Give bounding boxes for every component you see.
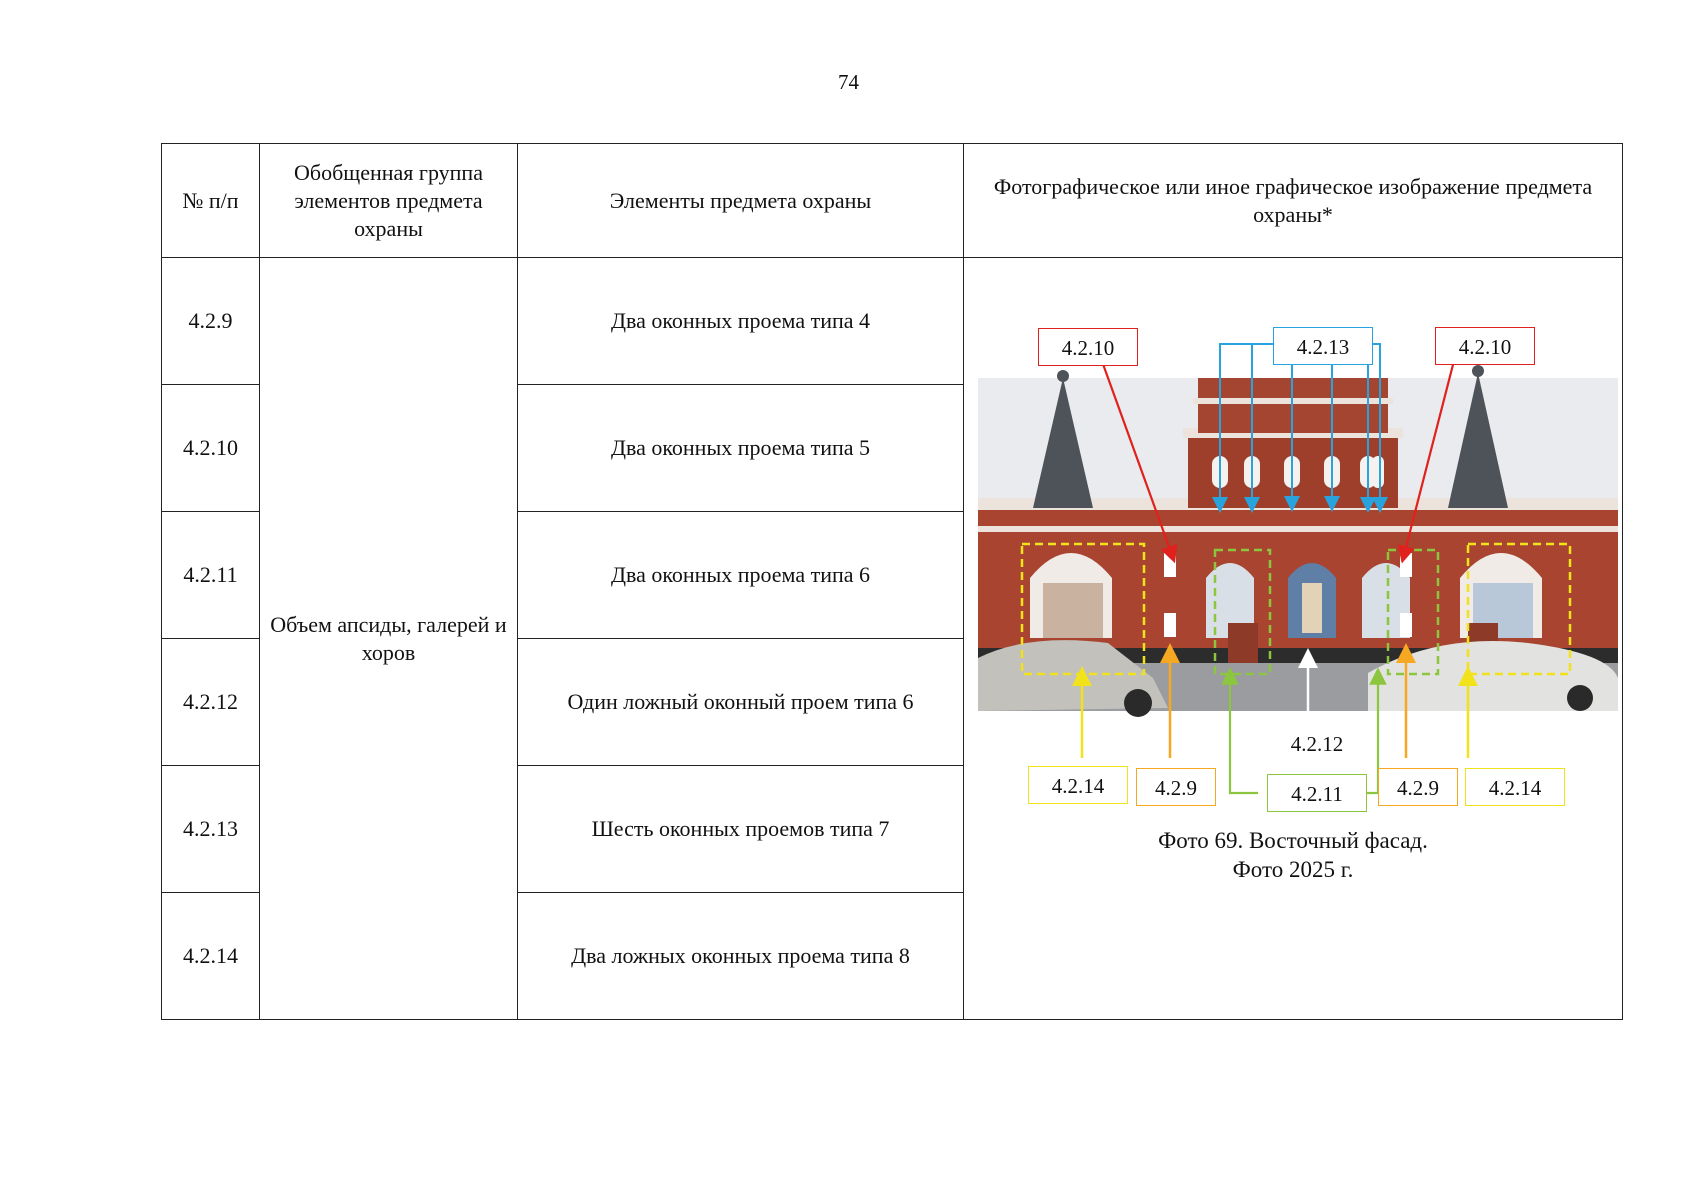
label-4-2-9-right: 4.2.9 [1378,768,1458,806]
photo-figure: 4.2.10 4.2.13 4.2.10 4.2.12 4.2.14 4.2.9… [968,258,1618,882]
caption-line-2: Фото 2025 г. [1232,857,1354,882]
header-group: Обобщенная группа элементов предмета охр… [259,143,518,258]
row-element: Два оконных проема типа 5 [517,384,964,512]
label-4-2-12: 4.2.12 [1267,724,1367,762]
label-4-2-10-left: 4.2.10 [1038,328,1138,366]
header-number: № п/п [161,143,260,258]
page-number: 74 [838,70,859,94]
row-number: 4.2.14 [161,892,260,1020]
row-element: Один ложный оконный проем типа 6 [517,638,964,766]
table-row: 4.2.10 Два оконных проема типа 5 [161,384,1623,512]
photo-cell: 4.2.10 4.2.13 4.2.10 4.2.12 4.2.14 4.2.9… [963,257,1623,1020]
table-row: 4.2.14 Два ложных оконных проема типа 8 [161,892,1623,1020]
header-elements: Элементы предмета охраны [517,143,964,258]
row-element: Шесть оконных проемов типа 7 [517,765,964,893]
header-image: Фотографическое или иное графическое изо… [963,143,1623,258]
row-number: 4.2.11 [161,511,260,639]
table-row: 4.2.12 Один ложный оконный проем типа 6 [161,638,1623,766]
protection-table: № п/п Обобщенная группа элементов предме… [161,143,1623,1020]
photo-caption: Фото 69. Восточный фасад. Фото 2025 г. [968,826,1618,884]
row-element: Два оконных проема типа 6 [517,511,964,639]
label-4-2-14-right: 4.2.14 [1465,768,1565,806]
facade-photo [978,343,1618,795]
label-4-2-11: 4.2.11 [1267,774,1367,812]
group-name: Объем апсиды, галерей и хоров [259,257,518,1020]
row-number: 4.2.13 [161,765,260,893]
row-number: 4.2.9 [161,257,260,385]
label-4-2-13: 4.2.13 [1273,327,1373,365]
row-element: Два ложных оконных проема типа 8 [517,892,964,1020]
label-4-2-10-right: 4.2.10 [1435,327,1535,365]
table-row: 4.2.9 Объем апсиды, галерей и хоров Два … [161,257,1623,1020]
row-number: 4.2.10 [161,384,260,512]
table-header-row: № п/п Обобщенная группа элементов предме… [161,143,1623,258]
label-4-2-14-left: 4.2.14 [1028,766,1128,804]
caption-line-1: Фото 69. Восточный фасад. [1158,828,1428,853]
table-row: 4.2.11 Два оконных проема типа 6 [161,511,1623,639]
row-element: Два оконных проема типа 4 [517,257,964,385]
row-number: 4.2.12 [161,638,260,766]
label-4-2-9-left: 4.2.9 [1136,768,1216,806]
